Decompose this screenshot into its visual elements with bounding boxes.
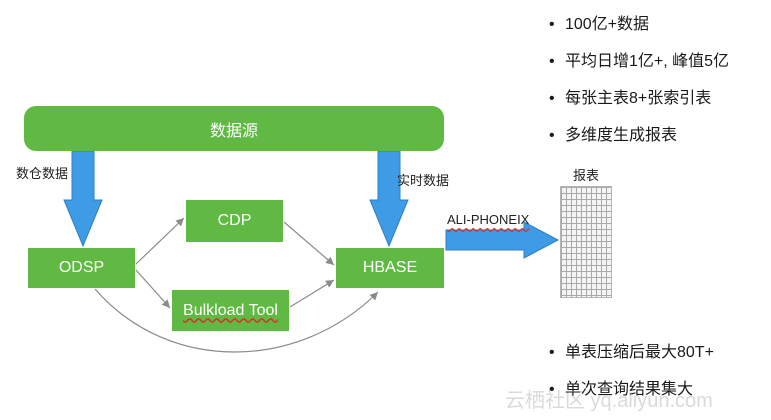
stats-list-top: 100亿+数据 平均日增1亿+, 峰值5亿 每张主表8+张索引表 多维度生成报表	[543, 15, 729, 163]
data-source-node: 数据源	[24, 106, 444, 151]
odsp-to-hbase-curve	[94, 288, 379, 353]
watermark: 云栖社区 yq.aliyun.com	[505, 390, 713, 412]
bulkload-tool-node: Bulkload Tool	[172, 290, 289, 331]
report-label: 报表	[573, 168, 600, 183]
realtime-flow-arrow	[369, 150, 409, 248]
stat-item: 100亿+数据	[543, 15, 729, 52]
stats-list-bottom: 单表压缩后最大80T+ 单次查询结果集大	[543, 343, 714, 417]
stat-item: 多维度生成报表	[543, 126, 729, 163]
odsp-to-bulkload-arrow	[135, 269, 171, 309]
odsp-to-cdp-arrow	[135, 217, 185, 265]
stat-item: 单表压缩后最大80T+	[543, 343, 714, 380]
warehouse-flow-arrow	[63, 150, 103, 248]
phoenix-flow-arrow	[445, 221, 560, 259]
stat-item: 平均日增1亿+, 峰值5亿	[543, 52, 729, 89]
cdp-node: CDP	[186, 200, 283, 242]
warehouse-data-label: 数仓数据	[16, 166, 69, 181]
bulkload-to-hbase-arrow	[289, 279, 335, 308]
hbase-node: HBASE	[336, 248, 444, 288]
odsp-node: ODSP	[28, 248, 135, 288]
stat-item: 单次查询结果集大	[543, 380, 714, 417]
ali-phoenix-label: ALI-PHONEIX	[447, 212, 530, 227]
bulkload-tool-label: Bulkload Tool	[183, 301, 278, 319]
stat-item: 每张主表8+张索引表	[543, 89, 729, 126]
cdp-to-hbase-arrow	[283, 221, 335, 266]
report-table-icon	[560, 186, 612, 298]
realtime-data-label: 实时数据	[397, 173, 450, 188]
